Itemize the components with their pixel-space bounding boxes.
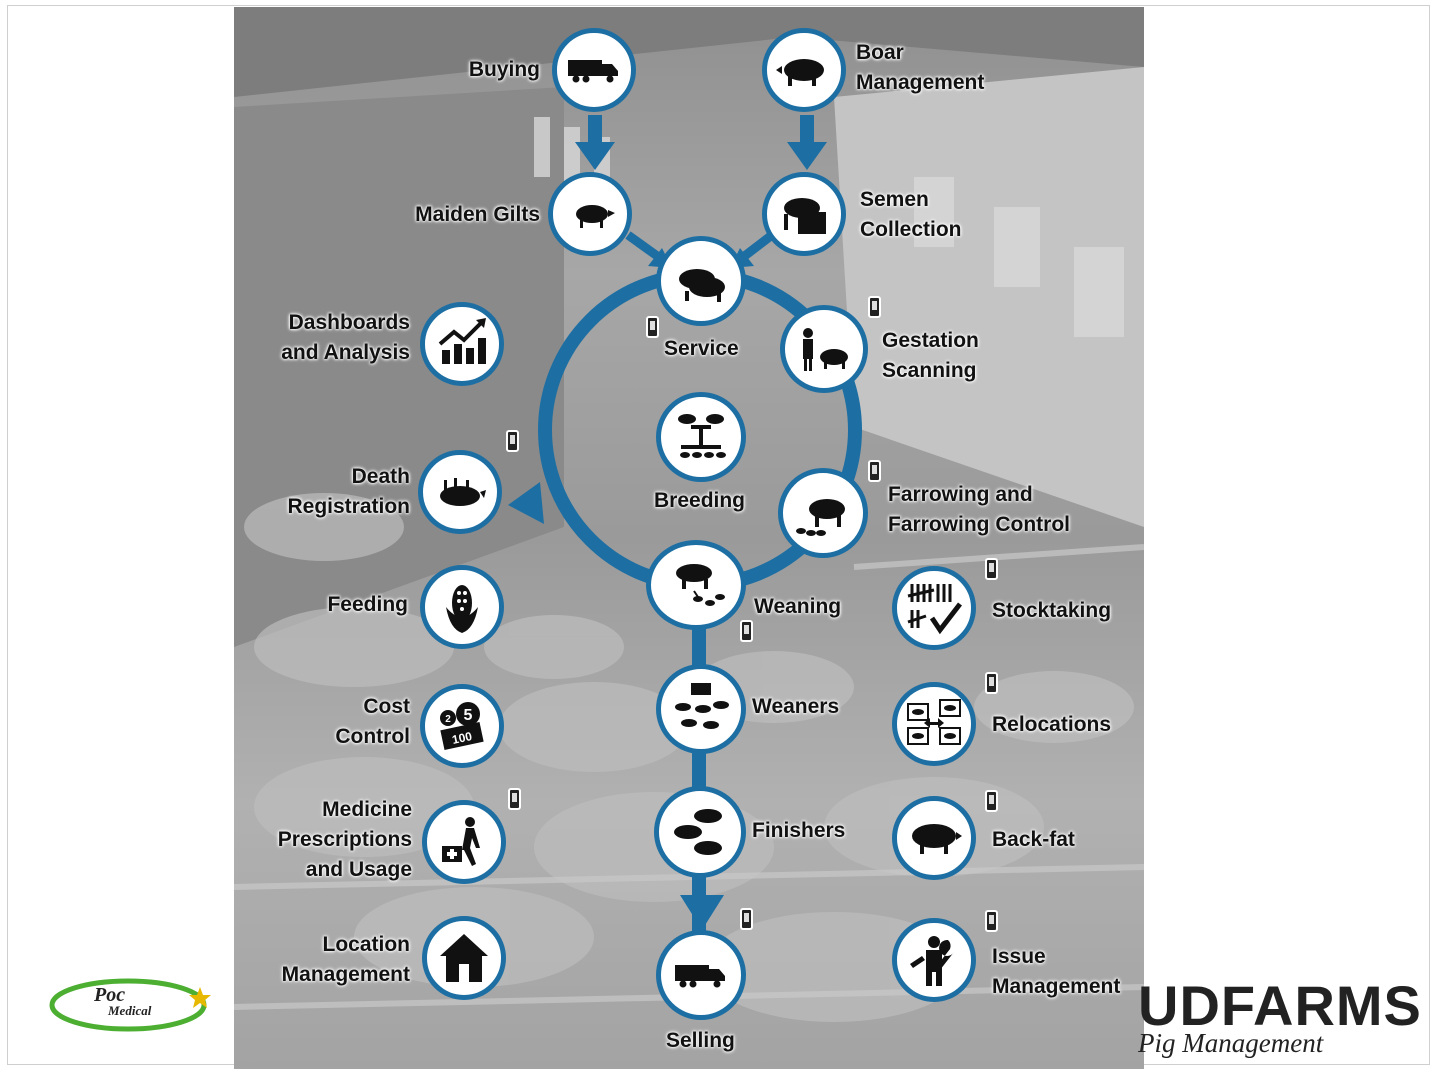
mobile-app-icon xyxy=(740,908,753,930)
cost-control-node[interactable]: 2 5 100 xyxy=(420,684,504,768)
breeding-tree-icon xyxy=(678,414,726,458)
relocation-arrows-icon xyxy=(907,699,961,745)
boar-management-node[interactable] xyxy=(762,28,846,112)
barn-photo-shapes xyxy=(234,7,1144,1022)
fat-pig-icon xyxy=(912,824,962,854)
mating-pigs-icon xyxy=(679,269,725,302)
maiden-gilts-node[interactable] xyxy=(548,172,632,256)
dead-pig-icon xyxy=(440,478,486,506)
coins-bill-icon: 2 5 100 xyxy=(440,702,484,750)
finishers-label: Finishers xyxy=(752,819,846,842)
svg-text:Medical: Medical xyxy=(107,1003,152,1018)
mobile-app-icon xyxy=(506,430,519,452)
selling-node[interactable] xyxy=(656,930,746,1020)
buying-node[interactable] xyxy=(552,28,636,112)
svg-text:5: 5 xyxy=(464,707,473,724)
buying-label: Buying xyxy=(468,58,540,81)
weaning-label: Weaning xyxy=(754,595,842,618)
chart-growth-icon xyxy=(438,318,486,364)
maiden-gilts-label: Maiden Gilts xyxy=(415,203,540,226)
weaning-node[interactable] xyxy=(646,540,746,630)
svg-text:Poc: Poc xyxy=(93,984,125,1006)
dashboards-node[interactable] xyxy=(420,302,504,386)
medic-person-icon xyxy=(442,817,480,866)
tally-check-icon xyxy=(907,584,962,635)
semen-collection-icon xyxy=(784,198,826,234)
feeding-node[interactable] xyxy=(420,565,504,649)
relocations-node[interactable] xyxy=(892,682,976,766)
poc-medical-swoosh-icon: Poc Medical xyxy=(49,978,211,1032)
mobile-app-icon xyxy=(985,558,998,580)
barn-background-photo xyxy=(234,7,1144,1069)
mobile-app-icon xyxy=(868,460,881,482)
relocations-label: Relocations xyxy=(992,713,1112,736)
farrowing-node[interactable] xyxy=(778,468,868,558)
weaning-pigs-icon xyxy=(676,564,725,606)
weaners-label: Weaners xyxy=(752,695,840,718)
gilt-pig-icon xyxy=(576,205,615,228)
house-icon xyxy=(440,934,488,982)
scanning-person-icon xyxy=(803,328,848,371)
mobile-app-icon xyxy=(868,296,881,318)
issue-management-node[interactable] xyxy=(892,918,976,1002)
medicine-node[interactable] xyxy=(422,800,506,884)
svg-text:100: 100 xyxy=(451,729,474,747)
back-fat-label: Back-fat xyxy=(992,828,1075,851)
breeding-label: Breeding xyxy=(654,489,746,512)
finishers-node[interactable] xyxy=(654,786,746,878)
mobile-app-icon xyxy=(985,910,998,932)
breeding-node[interactable] xyxy=(656,392,746,482)
corn-icon xyxy=(446,585,478,633)
service-node[interactable] xyxy=(656,236,746,326)
svg-text:2: 2 xyxy=(445,714,451,725)
poc-medical-logo: Poc Medical xyxy=(48,975,218,1035)
mobile-app-icon xyxy=(508,788,521,810)
truck-icon xyxy=(675,965,725,988)
back-fat-node[interactable] xyxy=(892,796,976,880)
boar-icon xyxy=(776,59,824,86)
brand-tagline: Pig Management xyxy=(1138,1028,1324,1058)
mobile-app-icon xyxy=(985,790,998,812)
mobile-app-icon xyxy=(985,672,998,694)
selling-label: Selling xyxy=(666,1029,735,1052)
location-node[interactable] xyxy=(422,916,506,1000)
stocktaking-node[interactable] xyxy=(892,566,976,650)
mobile-app-icon xyxy=(646,316,659,338)
stocktaking-label: Stocktaking xyxy=(992,599,1112,622)
mobile-app-icon xyxy=(740,620,753,642)
gestation-scanning-node[interactable] xyxy=(780,305,868,393)
sow-piglets-icon xyxy=(796,499,845,536)
weaners-group-icon xyxy=(675,683,729,729)
service-label: Service xyxy=(664,337,739,360)
finisher-pigs-icon xyxy=(674,809,722,855)
death-registration-node[interactable] xyxy=(418,450,502,534)
truck-icon xyxy=(568,60,618,83)
semen-collection-node[interactable] xyxy=(762,172,846,256)
brand-name: UDFARMS xyxy=(1138,974,1422,1037)
feeding-label: Feeding xyxy=(327,593,408,616)
weaners-node[interactable] xyxy=(656,664,746,754)
wrench-person-icon xyxy=(910,936,954,986)
